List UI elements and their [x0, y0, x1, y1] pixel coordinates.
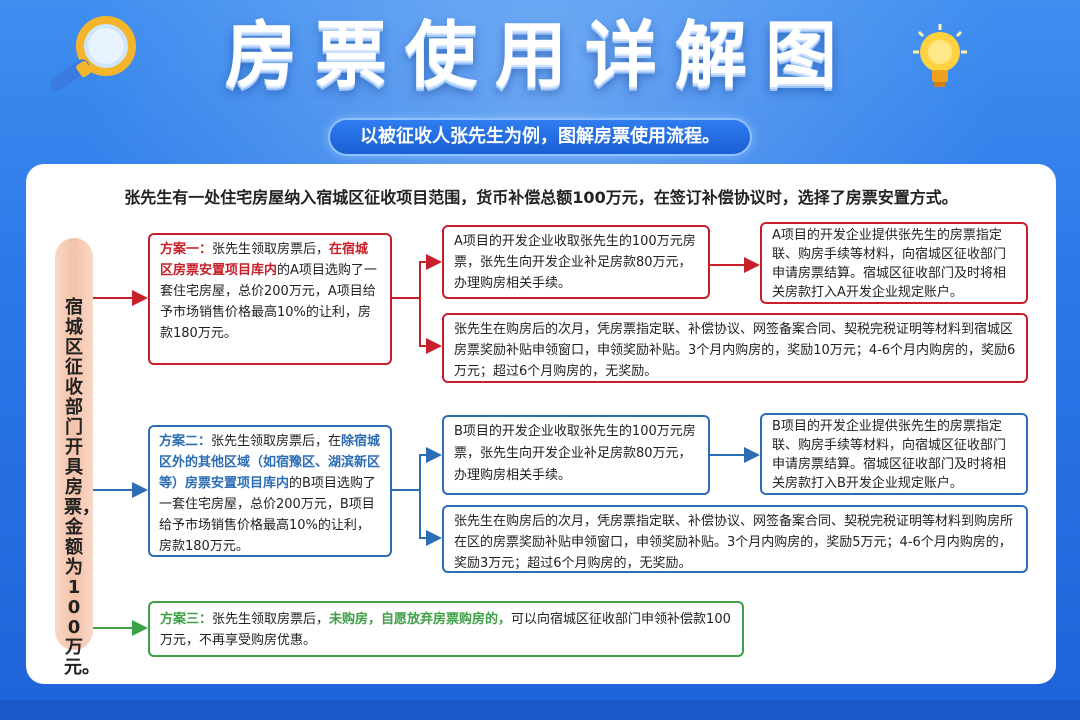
plan2-step2-box: B项目的开发企业提供张先生的房票指定联、购房手续等材料，向宿城区征收部门申请房票…: [760, 413, 1028, 495]
left-label-pill: 宿城区征收部门开具房票，金额为100万元。: [55, 238, 100, 678]
plan2-reward-box: 张先生在购房后的次月，凭房票指定联、补偿协议、网签备案合同、契税完税证明等材料到…: [442, 505, 1028, 573]
plan3-highlight: 未购房，自愿放弃房票购房的，: [329, 612, 512, 627]
plan1-step1-box: A项目的开发企业收取张先生的100万元房票，张先生向开发企业补足房款80万元，办…: [442, 225, 710, 299]
lightbulb-icon: [913, 24, 967, 87]
intro-text: 张先生有一处住宅房屋纳入宿城区征收项目范围，货币补偿总额100万元，在签订补偿协…: [124, 188, 958, 207]
plan3-text-b: 可以向宿城区征收部门申领补偿款100万元，不再享受购房优惠。: [160, 612, 731, 648]
plan1-text-a: 张先生领取房票后，: [212, 242, 330, 257]
plan1-label: 方案一：: [160, 242, 213, 257]
plan1-highlight: 在宿城区房票安置项目库内: [160, 242, 369, 278]
plan2-text-a: 张先生领取房票后，在: [211, 434, 342, 449]
plan1-step2-box: A项目的开发企业提供张先生的房票指定联、购房手续等材料，向宿城区征收部门申请房票…: [760, 222, 1028, 304]
magnifier-icon: [50, 16, 136, 91]
page-title: 房票使用详解图: [224, 13, 855, 97]
plan3-text-a: 张先生领取房票后，: [212, 612, 330, 627]
plan3-box: 方案三：张先生领取房票后，未购房，自愿放弃房票购房的，可以向宿城区征收部门申领补…: [148, 601, 744, 657]
plan2-highlight: 除宿城区外的其他区域（如宿豫区、湖滨新区等）房票安置项目库内: [159, 434, 381, 491]
subtitle-banner: 以被征收人张先生为例，图解房票使用流程。: [328, 118, 752, 156]
plan2-box: 方案二：张先生领取房票后，在除宿城区外的其他区域（如宿豫区、湖滨新区等）房票安置…: [148, 425, 392, 557]
plan1-text-b: 的A项目选购了一套住宅房屋，总价200万元，A项目给予市场销售价格最高10%的让…: [160, 263, 377, 341]
plan3-label: 方案三：: [160, 612, 213, 627]
plan2-text-b: 的B项目选购了一套住宅房屋，总价200万元，B项目给予市场销售价格最高10%的让…: [159, 476, 376, 554]
left-label-text: 宿城区征收部门开具房票，金额为100万元。: [64, 297, 100, 678]
plan1-reward-box: 张先生在购房后的次月，凭房票指定联、补偿协议、网签备案合同、契税完税证明等材料到…: [442, 313, 1028, 383]
plan1-box: 方案一：张先生领取房票后，在宿城区房票安置项目库内的A项目选购了一套住宅房屋，总…: [148, 233, 392, 365]
plan2-label: 方案二：: [159, 434, 212, 449]
plan2-step1-box: B项目的开发企业收取张先生的100万元房票，张先生向开发企业补足房款80万元，办…: [442, 415, 710, 495]
bottom-bar: [0, 700, 1080, 720]
